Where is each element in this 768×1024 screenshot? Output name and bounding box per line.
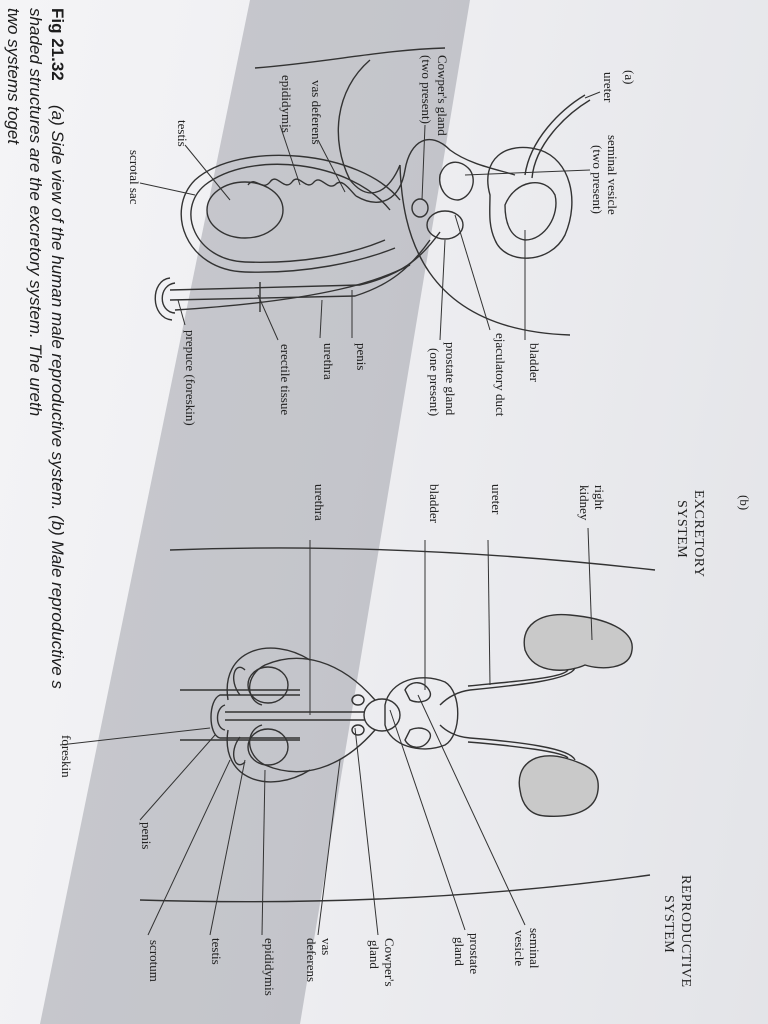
side-view-leaders — [139, 91, 601, 341]
front-vas-deferens-label-2: deferens — [304, 938, 319, 982]
side-vas-deferens-label: vas deferens — [309, 80, 324, 145]
side-ureter-label: ureter — [601, 72, 616, 103]
excretory-system-title: EXCRETORY — [691, 490, 706, 577]
side-prostate-gland-label: prostate gland — [443, 342, 458, 416]
figure-caption-line2: shaded structures are the excretory syst… — [26, 8, 45, 416]
panel-b-label: (b) — [737, 495, 752, 510]
front-cowpers-gland-label-2: gland — [367, 940, 382, 969]
side-erectile-tissue-label: erectile tissue — [278, 344, 293, 415]
front-vas-deferens-label: vas — [319, 938, 334, 955]
front-right-kidney-label: right — [592, 485, 607, 510]
front-foreskin-label: foreskin — [59, 735, 74, 778]
side-seminal-vesicle-label: seminal vesicle — [605, 135, 620, 215]
left-kidney — [518, 755, 599, 817]
front-epididymis-label: epididymis — [262, 938, 277, 996]
front-urethra-label: urethra — [312, 484, 327, 521]
reproductive-system-title: REPRODUCTIVE — [678, 875, 693, 988]
front-penis-label: penis — [139, 822, 154, 849]
front-bladder-label: bladder — [427, 484, 442, 524]
front-cowpers-gland-label: Cowper's — [382, 938, 397, 987]
side-prostate-gland-note: (one present) — [427, 348, 442, 416]
panel-a-label: (a) — [622, 70, 637, 84]
side-cowpers-gland-label: Cowper's gland — [435, 55, 450, 136]
front-view-leaders — [59, 527, 593, 936]
side-urethra-label: urethra — [321, 343, 336, 380]
front-testis-label: testis — [209, 938, 224, 965]
side-scrotal-sac-label: scrotal sac — [127, 150, 142, 205]
front-prostate-gland-label: prostate — [467, 933, 482, 974]
side-prepuce-label: prepuce (foreskin) — [183, 330, 198, 426]
side-cowpers-gland-note: (two present) — [419, 55, 434, 124]
front-view-illustration — [139, 547, 656, 903]
side-epididymis-label: epididymis — [279, 75, 294, 133]
side-seminal-vesicle-note: (two present) — [590, 145, 605, 214]
figure-caption-line3: two systems toget — [4, 8, 23, 145]
figure-caption-line1: (a) Side view of the human male reproduc… — [48, 105, 67, 689]
side-view-illustration — [154, 47, 591, 336]
figure-number: Fig 21.32 — [48, 8, 67, 81]
front-right-kidney-label-2: kidney — [577, 485, 592, 521]
excretory-system-title-2: SYSTEM — [674, 500, 689, 558]
side-penis-label: penis — [354, 343, 369, 370]
front-scrotum-label: scrotum — [147, 940, 162, 982]
front-ureter-label: ureter — [489, 484, 504, 515]
page-shadow — [40, 0, 470, 1024]
side-ejaculatory-duct-label: ejaculatory duct — [493, 333, 508, 417]
reproductive-system-title-2: SYSTEM — [661, 895, 676, 953]
front-prostate-gland-label-2: gland — [452, 937, 467, 966]
right-kidney — [523, 613, 633, 671]
side-bladder-label: bladder — [527, 343, 542, 383]
front-seminal-vesicle-label-2: vesicle — [512, 930, 527, 966]
front-seminal-vesicle-label: seminal — [527, 928, 542, 969]
side-testis-label: testis — [175, 120, 190, 147]
